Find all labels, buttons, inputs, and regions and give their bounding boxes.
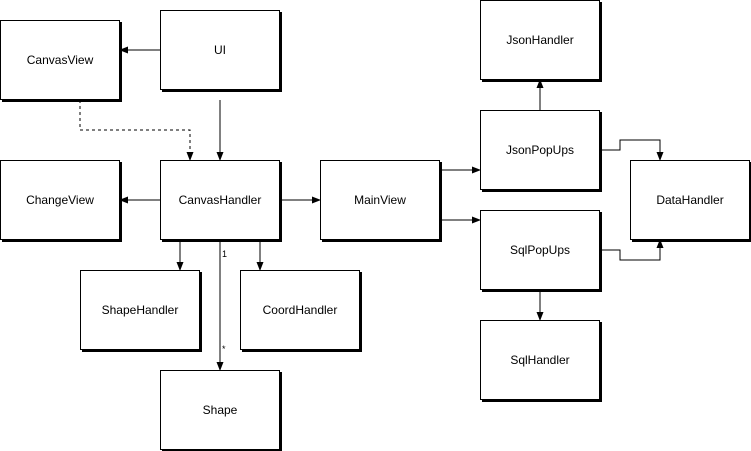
class-shape-handler: ShapeHandler: [80, 270, 200, 350]
class-data-handler: DataHandler: [630, 160, 750, 240]
class-main-view: MainView: [320, 160, 440, 240]
multiplicity-source: 1: [222, 249, 228, 259]
class-json-popups: JsonPopUps: [480, 110, 600, 190]
class-sql-handler: SqlHandler: [480, 320, 600, 400]
multiplicity-target: *: [222, 344, 226, 354]
class-canvas-handler: CanvasHandler: [160, 160, 280, 240]
class-sql-popups: SqlPopUps: [480, 210, 600, 290]
class-shape: Shape: [160, 370, 280, 450]
class-ui: UI: [160, 10, 280, 90]
class-json-handler: JsonHandler: [480, 0, 600, 80]
class-canvas-view: CanvasView: [0, 20, 120, 100]
class-change-view: ChangeView: [0, 160, 120, 240]
edge-canvasview-canvashandler: [79, 100, 194, 161]
edge-jsonpopups-datahandler: [600, 139, 664, 161]
edge-sqlpopups-datahandler: [600, 239, 664, 261]
class-coord-handler: CoordHandler: [240, 270, 360, 350]
